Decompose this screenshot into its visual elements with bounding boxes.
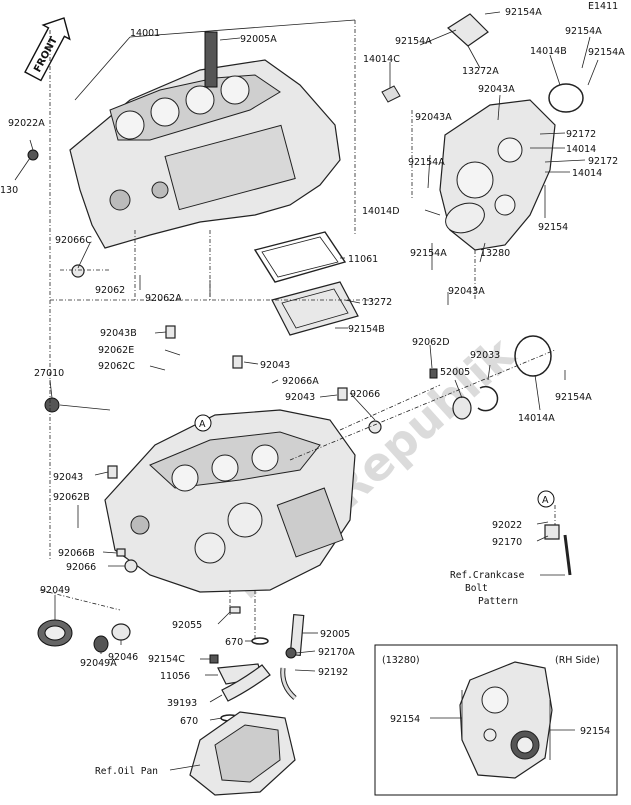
- label-92062c: 92062C: [98, 361, 135, 372]
- label-92170: 92170: [492, 537, 522, 548]
- label-92066b: 92066B: [58, 548, 95, 559]
- leader-lines: [14, 11, 599, 771]
- label-92154b: 92154B: [348, 324, 385, 335]
- label-39193: 39193: [167, 698, 197, 709]
- label-92062e: 92062E: [98, 345, 134, 356]
- gasket-11061: [253, 231, 347, 283]
- label-14014b: 14014B: [530, 46, 567, 57]
- label-14001: 14001: [130, 28, 160, 39]
- label-92172-b: 92172: [588, 156, 618, 167]
- part-27010: [44, 397, 60, 413]
- svg-text:A: A: [542, 495, 549, 506]
- dowel-92005a: [204, 31, 218, 88]
- label-14014a: 14014A: [518, 413, 555, 424]
- inset-box-13280: (13280) (RH Side): [374, 644, 618, 796]
- label-13280: 13280: [480, 248, 510, 259]
- label-27010: 27010: [34, 368, 64, 379]
- label-92172-a: 92172: [566, 129, 596, 140]
- label-92062a: 92062A: [145, 293, 182, 304]
- part-labels: E1411 14001 92005A 92154A 92154A 92154A …: [0, 1, 625, 777]
- label-92154c: 92154C: [148, 654, 185, 665]
- label-92154a-r: 92154A: [555, 392, 592, 403]
- label-11056: 11056: [160, 671, 190, 682]
- label-92062b: 92062B: [53, 492, 90, 503]
- label-130: 130: [0, 185, 18, 196]
- label-92043-c: 92043: [53, 472, 83, 483]
- callout-marker-a-1: A: [194, 414, 212, 432]
- label-92154-inset-right: 92154: [580, 726, 610, 737]
- label-670-a: 670: [225, 637, 243, 648]
- label-52005: 52005: [440, 367, 470, 378]
- circlip-92033: [477, 385, 499, 412]
- label-92192: 92192: [318, 667, 348, 678]
- note-crankcase-bolt-2: Bolt: [465, 583, 488, 594]
- label-92066c: 92066C: [55, 235, 92, 246]
- label-92005a: 92005A: [240, 34, 277, 45]
- label-92049: 92049: [40, 585, 70, 596]
- label-14014-a: 14014: [566, 144, 596, 155]
- label-14014-b: 14014: [572, 168, 602, 179]
- plate-13272: [271, 281, 359, 336]
- label-92055: 92055: [172, 620, 202, 631]
- label-92066a: 92066A: [282, 376, 319, 387]
- label-92154a-t4: 92154A: [588, 47, 625, 58]
- label-92022a: 92022A: [8, 118, 45, 129]
- upper-crankcase: [69, 31, 341, 249]
- label-92154a-t3: 92154A: [565, 26, 602, 37]
- label-13272a: 13272A: [462, 66, 499, 77]
- label-92066-b: 92066: [66, 562, 96, 573]
- label-92049a: 92049A: [80, 658, 117, 669]
- gear-cover-13280: [381, 13, 584, 251]
- label-92005: 92005: [320, 629, 350, 640]
- label-92154: 92154: [538, 222, 568, 233]
- label-92154a-b: 92154A: [410, 248, 447, 259]
- reference-lines: [39, 20, 556, 640]
- diagram-code: E1411: [588, 1, 618, 12]
- label-670-b: 670: [180, 716, 198, 727]
- note-crankcase-bolt-1: Ref.Crankcase: [450, 570, 525, 581]
- small-parts: [27, 149, 572, 722]
- label-92062d: 92062D: [412, 337, 450, 348]
- label-92033: 92033: [470, 350, 500, 361]
- note-crankcase-bolt-3: Pattern: [478, 596, 518, 607]
- oil-pan: [189, 711, 296, 796]
- label-14014c: 14014C: [363, 54, 400, 65]
- svg-text:A: A: [199, 419, 206, 430]
- gear-52005: [452, 396, 472, 420]
- inset-subtitle: (RH Side): [555, 655, 600, 666]
- label-92043-a: 92043: [260, 360, 290, 371]
- label-92154a-t2: 92154A: [395, 36, 432, 47]
- front-arrow-icon: FRONT: [24, 17, 71, 82]
- label-92170a: 92170A: [318, 647, 355, 658]
- label-92043a-b: 92043A: [448, 286, 485, 297]
- lower-crankcase: [104, 409, 356, 593]
- label-92154a-m: 92154A: [408, 157, 445, 168]
- note-oil-pan: Ref.Oil Pan: [95, 766, 158, 777]
- label-13272: 13272: [362, 297, 392, 308]
- label-92062: 92062: [95, 285, 125, 296]
- label-92043a-l: 92043A: [415, 112, 452, 123]
- label-92154a-top: 92154A: [505, 7, 542, 18]
- label-92154-inset-left: 92154: [390, 714, 420, 725]
- inset-title: (13280): [382, 655, 420, 666]
- label-14014d: 14014D: [362, 206, 400, 217]
- callout-marker-a-2: A: [537, 490, 555, 508]
- label-92046: 92046: [108, 652, 138, 663]
- label-92022: 92022: [492, 520, 522, 531]
- label-92043-b: 92043: [285, 392, 315, 403]
- label-92066: 92066: [350, 389, 380, 400]
- label-11061: 11061: [348, 254, 378, 265]
- label-92043b: 92043B: [100, 328, 137, 339]
- label-92043a-r: 92043A: [478, 84, 515, 95]
